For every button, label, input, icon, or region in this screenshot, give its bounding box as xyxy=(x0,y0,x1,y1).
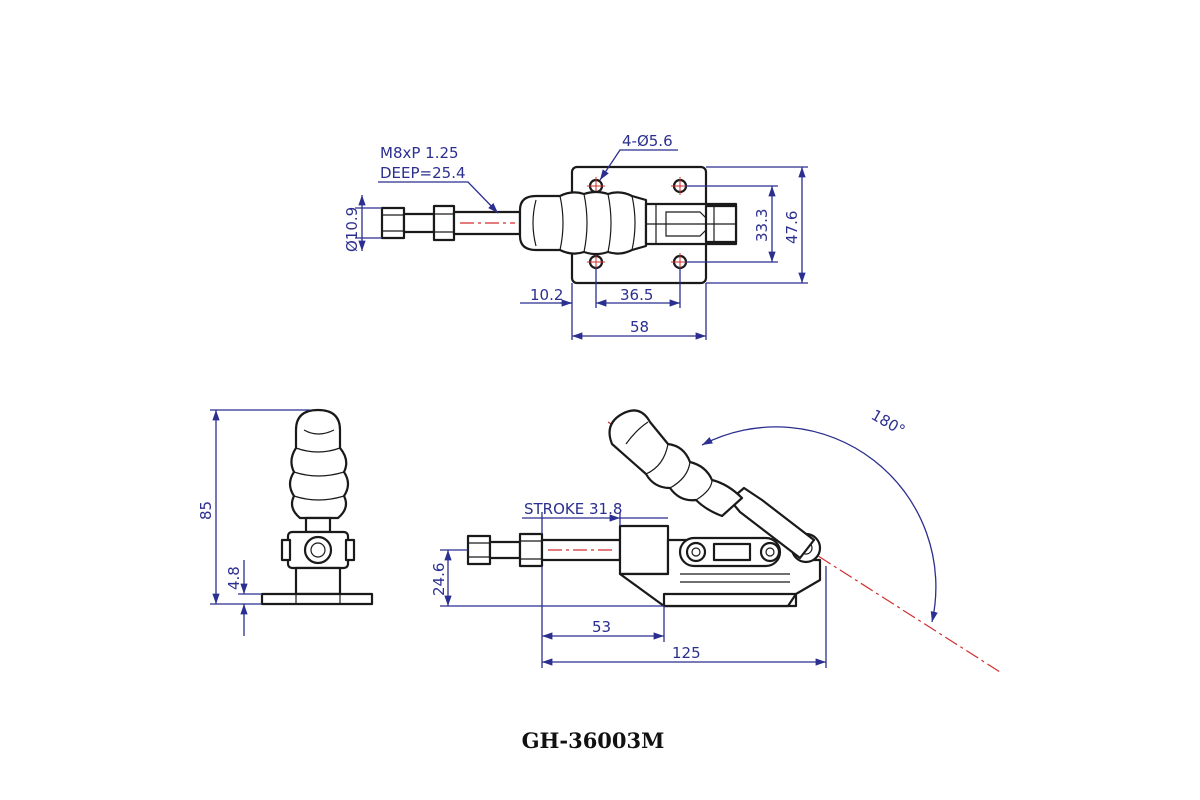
dim-length: 125 xyxy=(672,644,701,662)
dim-hole-spacing-y: 33.3 xyxy=(753,209,771,242)
linkage-top xyxy=(644,202,738,246)
dim-rod-diameter: Ø10.9 xyxy=(343,207,361,252)
dim-base-height: 47.6 xyxy=(783,211,801,244)
dim-53: 53 xyxy=(592,618,611,636)
handle-grip-top xyxy=(518,190,648,256)
base-end xyxy=(260,592,374,606)
end-view: 85 4.8 xyxy=(197,408,374,636)
top-view: M8xP 1.25 DEEP=25.4 4-Ø5.6 Ø10.9 10.2 36… xyxy=(343,132,808,340)
dim-base-thickness: 4.8 xyxy=(225,566,243,590)
holes-note: 4-Ø5.6 xyxy=(622,132,673,150)
plunger-rod-top xyxy=(380,204,522,242)
plunger-rod-side xyxy=(466,532,622,568)
pivot-block-end xyxy=(280,530,356,570)
stroke-note: STROKE 31.8 xyxy=(524,500,622,518)
body-end xyxy=(294,566,342,596)
base-side xyxy=(662,592,798,608)
side-dimensions xyxy=(440,512,827,668)
thread-note-line2: DEEP=25.4 xyxy=(380,164,466,182)
model-title: GH-36003M xyxy=(522,728,665,753)
dim-hole-spacing-x: 36.5 xyxy=(620,286,653,304)
dim-end-height: 85 xyxy=(197,501,215,520)
top-dimensions xyxy=(355,149,808,340)
dim-offset: 10.2 xyxy=(530,286,563,304)
dim-angle: 180° xyxy=(868,406,908,440)
end-dimensions xyxy=(210,409,310,636)
rotation-arc xyxy=(701,426,938,623)
dim-plunger-height: 24.6 xyxy=(430,563,448,596)
dim-base-width: 58 xyxy=(630,318,649,336)
guide-block xyxy=(618,524,670,576)
neck-end xyxy=(304,516,332,534)
thread-note-line1: M8xP 1.25 xyxy=(380,144,459,162)
link-plate xyxy=(678,536,782,568)
side-view: STROKE 31.8 24.6 53 125 180° xyxy=(430,406,1001,673)
handle-grip-end xyxy=(288,408,350,520)
handle-grip-side xyxy=(608,409,744,518)
